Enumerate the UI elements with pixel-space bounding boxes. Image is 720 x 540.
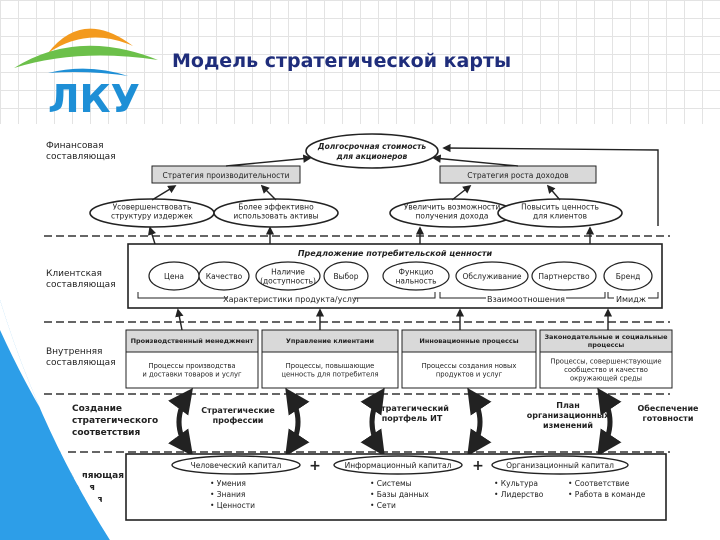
- strategy-productivity-label: Стратегия производительности: [163, 171, 290, 180]
- customer-value-oval: [198, 261, 250, 291]
- internal-process-header: Производственный менеджмент: [131, 337, 254, 345]
- customer-value-oval: [531, 261, 597, 291]
- customer-value-text: Наличие(доступность): [260, 268, 316, 286]
- lku-logo: ЛКУ: [14, 28, 158, 118]
- customer-value-oval: [382, 261, 450, 291]
- capital-item: • Сети: [370, 501, 396, 510]
- customer-value-oval: [603, 261, 653, 291]
- plus-sign: +: [472, 458, 484, 474]
- customer-value-text: Партнерство: [538, 272, 590, 281]
- customer-value-header: Предложение потребительской ценности: [298, 248, 493, 258]
- capital-item: • Базы данных: [370, 490, 429, 499]
- internal-process-header-bg: [539, 329, 673, 353]
- alignment-arrow: [467, 387, 492, 457]
- alignment-arrow: [168, 387, 193, 457]
- customer-value-text: Цена: [164, 272, 184, 281]
- customer-value-oval: [323, 261, 369, 291]
- internal-process-header-bg: [401, 329, 537, 353]
- logo-green-arc: [14, 45, 158, 68]
- capital-label: Информационный капитал: [345, 461, 452, 470]
- capital-item: • Соответствие: [568, 479, 630, 488]
- alignment-arrow: [597, 387, 622, 457]
- customer-value-text: Качество: [206, 272, 243, 281]
- capital-item: • Ценности: [210, 501, 255, 510]
- customer-value-items: Цена Качество Наличие(доступность) Выбор Фун…: [148, 261, 653, 291]
- customer-value-text: Обслуживание: [463, 272, 522, 281]
- capital-oval: [171, 455, 301, 475]
- customer-value-text: Выбор: [333, 272, 358, 281]
- alignment-arrow: [360, 387, 385, 457]
- internal-process-header-bg: [261, 329, 399, 353]
- plus-sign: +: [309, 458, 321, 474]
- capital-oval: [491, 455, 629, 475]
- capital-oval: [333, 455, 463, 475]
- financial-goal-oval: [305, 133, 439, 169]
- internal-process-header: Управление клиентами: [286, 337, 375, 345]
- customer-value-oval: [455, 261, 529, 291]
- learning-growth-area: Человеческий капитал Информационный капит…: [125, 453, 667, 521]
- customer-group-labels: Характеристики продукта/услуг Взаимоотно…: [223, 294, 648, 304]
- capital-item: • Работа в команде: [568, 490, 646, 499]
- logo-orange-arc: [48, 28, 133, 53]
- financial-oval: [213, 198, 339, 228]
- alignment-arrow: [285, 387, 310, 457]
- capital-label: Человеческий капитал: [191, 461, 282, 470]
- customer-value-oval: [255, 261, 321, 291]
- connector-arrows: [147, 143, 659, 331]
- capital-item: • Системы: [370, 479, 412, 488]
- capital-item: • Знания: [210, 490, 245, 499]
- capital-item: • Умения: [210, 479, 246, 488]
- financial-line1: Финансовая: [46, 141, 104, 151]
- capital-item: • Лидерство: [494, 490, 544, 499]
- group-product-label: Характеристики продукта/услуг: [223, 295, 361, 304]
- page-title: Модель стратегической карты: [172, 50, 512, 72]
- group-image-label: Имидж: [616, 295, 646, 304]
- capital-label: Организационный капитал: [506, 461, 614, 470]
- internal-process-header: Инновационные процессы: [419, 337, 518, 345]
- financial-line2: составляющая: [46, 152, 116, 162]
- logo-blue-wave: [48, 68, 128, 76]
- logo-text: ЛКУ: [48, 77, 140, 118]
- capital-item: • Культура: [494, 479, 538, 488]
- customer-value-text: Бренд: [616, 272, 641, 281]
- group-relations-label: Взаимоотношения: [487, 295, 565, 304]
- strategy-growth-label: Стратегия роста доходов: [467, 171, 568, 180]
- section-label-financial: Финансовая составляющая: [46, 141, 116, 162]
- section-separators: [44, 235, 670, 453]
